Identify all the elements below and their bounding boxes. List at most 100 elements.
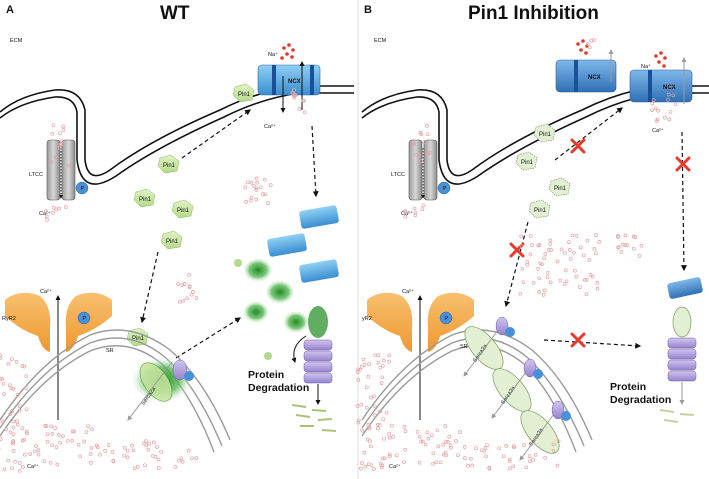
calcium-ion bbox=[8, 412, 13, 416]
calcium-ion bbox=[15, 393, 20, 397]
calcium-ion bbox=[531, 458, 535, 462]
calcium-ion bbox=[436, 444, 441, 449]
calcium-ion bbox=[131, 448, 136, 453]
calcium-ion bbox=[548, 238, 553, 243]
calcium-ion bbox=[15, 422, 20, 427]
panel-b-pin1-group: Pin1 Pin1 Pin1 Pin1 bbox=[515, 123, 571, 219]
calcium-ion bbox=[594, 251, 598, 256]
panel-a-ltcc: LTCC P Ca²⁺ bbox=[29, 139, 89, 217]
pin1-b-2: Pin1 bbox=[521, 160, 534, 166]
panel-a-letter: A bbox=[6, 4, 14, 16]
calcium-ion bbox=[369, 395, 373, 400]
calcium-ion bbox=[177, 299, 182, 304]
calcium-ion bbox=[17, 468, 22, 473]
calcium-ion bbox=[425, 132, 430, 137]
calcium-ion bbox=[537, 290, 542, 294]
calcium-ion bbox=[623, 233, 628, 238]
calcium-ion bbox=[255, 180, 260, 185]
calcium-ion bbox=[543, 455, 547, 460]
calcium-ion bbox=[666, 92, 671, 97]
calcium-ion bbox=[135, 464, 140, 469]
panel-b-ca-ltcc: Ca²⁺ bbox=[401, 210, 413, 217]
panel-a-ncx-degrading bbox=[234, 205, 339, 360]
calcium-ion bbox=[48, 460, 53, 465]
calcium-ion bbox=[28, 452, 33, 456]
calcium-ion bbox=[528, 233, 533, 238]
calcium-ion bbox=[142, 441, 146, 446]
panel-b-degradation-2: Degradation bbox=[610, 394, 671, 406]
panel-a-ca-top: Ca²⁺ bbox=[264, 123, 276, 130]
calcium-ion bbox=[585, 42, 590, 46]
calcium-ion bbox=[110, 450, 115, 454]
calcium-ion bbox=[72, 429, 77, 434]
calcium-ion bbox=[125, 449, 130, 453]
calcium-ion bbox=[356, 367, 361, 372]
calcium-ion bbox=[379, 465, 384, 470]
calcium-ion bbox=[419, 159, 424, 163]
calcium-ion bbox=[656, 108, 660, 113]
panel-a-sr-membrane bbox=[0, 329, 231, 453]
calcium-ion bbox=[190, 456, 194, 461]
calcium-ion bbox=[366, 374, 371, 379]
panel-b-ca-bottom: Ca²⁺ bbox=[389, 463, 401, 470]
calcium-ion bbox=[57, 143, 61, 148]
calcium-ion bbox=[466, 463, 470, 468]
calcium-ion bbox=[59, 139, 64, 143]
calcium-ion bbox=[11, 386, 15, 391]
calcium-ion bbox=[372, 394, 376, 399]
calcium-ion bbox=[251, 183, 256, 188]
calcium-ion bbox=[415, 430, 420, 434]
calcium-ion bbox=[519, 234, 523, 239]
calcium-ion bbox=[61, 434, 65, 439]
calcium-ion bbox=[372, 404, 377, 409]
calcium-ion bbox=[54, 445, 59, 449]
p-b-ryr: P bbox=[445, 316, 449, 322]
calcium-ion bbox=[546, 248, 551, 252]
pin1-b-4: Pin1 bbox=[534, 208, 547, 214]
calcium-ion bbox=[359, 402, 364, 407]
calcium-ion bbox=[369, 463, 374, 468]
calcium-ion bbox=[143, 463, 147, 468]
calcium-ion bbox=[297, 107, 302, 111]
calcium-ion bbox=[616, 234, 620, 238]
calcium-ion bbox=[567, 248, 572, 252]
calcium-ion bbox=[150, 453, 155, 458]
calcium-ion bbox=[423, 442, 428, 447]
calcium-ion bbox=[387, 353, 392, 358]
calcium-ion bbox=[53, 155, 58, 160]
calcium-ion bbox=[356, 420, 361, 425]
panel-a-ncx: NCX Na⁺ Ca²⁺ bbox=[257, 51, 321, 130]
calcium-ion bbox=[58, 131, 62, 136]
calcium-ion bbox=[7, 383, 12, 388]
calcium-ion bbox=[390, 423, 394, 428]
panel-a: A WT ECM LTCC P Ca²⁺ NCX Na⁺ Ca²⁺ bbox=[0, 3, 354, 470]
calcium-ion bbox=[621, 242, 625, 247]
calcium-ion bbox=[259, 185, 263, 190]
calcium-ion bbox=[378, 365, 383, 370]
pin1-a-2: Pin1 bbox=[163, 163, 176, 169]
calcium-ion bbox=[380, 456, 385, 461]
calcium-ion bbox=[254, 186, 259, 191]
calcium-ion bbox=[44, 214, 49, 219]
calcium-ion bbox=[623, 243, 628, 248]
calcium-ion bbox=[429, 433, 434, 438]
panel-a-title: WT bbox=[160, 3, 190, 24]
calcium-ion bbox=[448, 443, 453, 448]
calcium-ion bbox=[89, 445, 94, 450]
calcium-ion bbox=[32, 449, 37, 454]
calcium-ion bbox=[261, 192, 265, 196]
panel-a-ltcc-p: P bbox=[81, 186, 85, 192]
calcium-ion bbox=[666, 97, 670, 102]
calcium-ion bbox=[387, 431, 392, 436]
calcium-ion bbox=[420, 439, 425, 444]
calcium-ion bbox=[187, 272, 191, 277]
calcium-ion bbox=[180, 459, 185, 464]
calcium-ion bbox=[301, 98, 305, 103]
calcium-ion bbox=[156, 466, 161, 470]
calcium-ion bbox=[44, 424, 49, 428]
calcium-ion bbox=[379, 381, 384, 385]
calcium-ion bbox=[24, 429, 29, 434]
calcium-ion bbox=[11, 449, 16, 453]
p-a-ryr: P bbox=[83, 316, 87, 322]
calcium-ion bbox=[403, 209, 407, 214]
